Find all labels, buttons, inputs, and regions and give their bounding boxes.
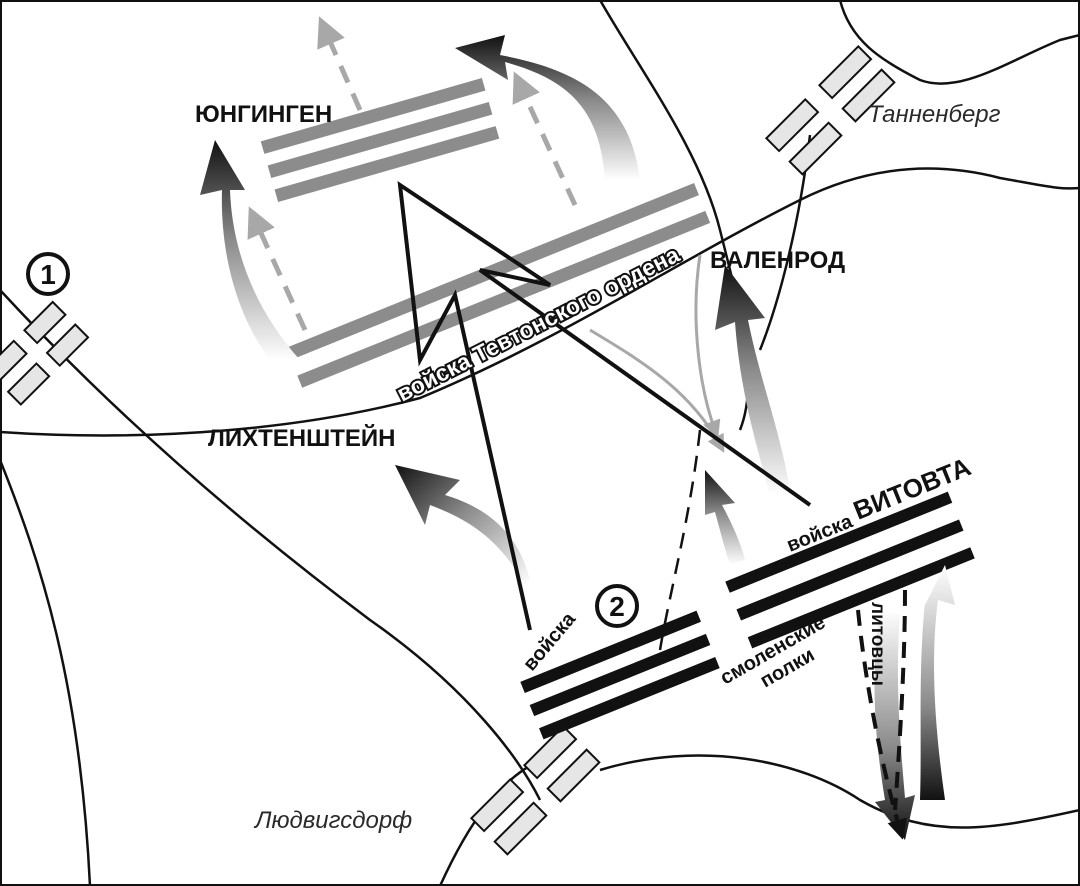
road-tannenberg-north	[838, 0, 1080, 85]
lithuanian-dashed-arrows	[856, 589, 907, 840]
marker-1-number: 1	[40, 259, 56, 290]
arrow-teutonic-attack	[397, 180, 812, 631]
allied-formations	[520, 491, 975, 740]
formation-jungingen	[260, 78, 500, 202]
road-east	[599, 754, 1080, 829]
road-dashed	[658, 429, 702, 651]
order-movement-arrows	[247, 16, 578, 332]
arrow-sweep-top	[455, 35, 640, 180]
label-wallenrod: ВАЛЕНРОД	[710, 247, 845, 274]
arrow-center-north	[512, 71, 578, 207]
label-ludwigsdorf: Людвигсдорф	[253, 807, 412, 834]
arrow-wallenrod-attack-2	[694, 254, 721, 439]
road-main	[0, 167, 1080, 437]
order-attack-arrows	[589, 254, 725, 453]
arrow-sweep-lithuanians-retreat	[874, 610, 915, 840]
label-lichtenstein: ЛИХТЕНШТЕЙН	[208, 424, 395, 452]
arrow-jungingen-north	[317, 16, 363, 112]
marker-2-number: 2	[609, 591, 625, 622]
village-ludwigsdorf	[469, 724, 601, 856]
arrow-lithuanians-dashed-1	[856, 609, 907, 840]
marker-2: 2	[595, 584, 639, 628]
label-jungingen: ЮНГИНГЕН	[195, 101, 332, 128]
road-west	[0, 459, 92, 886]
arrow-lichtenstein-north	[247, 206, 308, 332]
villages	[0, 44, 896, 856]
label-lithuanians: литовцы	[867, 602, 888, 686]
formation-army2	[520, 610, 720, 740]
arrow-sweep-vytautas	[715, 265, 790, 495]
village-tannenberg	[764, 44, 896, 176]
arrow-sweep-army2	[395, 465, 530, 585]
formation-vytautas	[725, 491, 975, 649]
arrow-sweep-left	[200, 140, 300, 360]
village-grunwald	[0, 300, 90, 406]
marker-1: 1	[26, 252, 70, 296]
arrow-lithuanians-dashed-2	[893, 589, 907, 811]
arrow-sweep-lithuanians-return	[920, 565, 955, 800]
road-diagonal	[0, 289, 542, 801]
sweep-arrows	[200, 35, 955, 840]
label-tannenberg: Танненберг	[868, 101, 1001, 128]
arrow-sweep-smolensk	[705, 470, 745, 565]
